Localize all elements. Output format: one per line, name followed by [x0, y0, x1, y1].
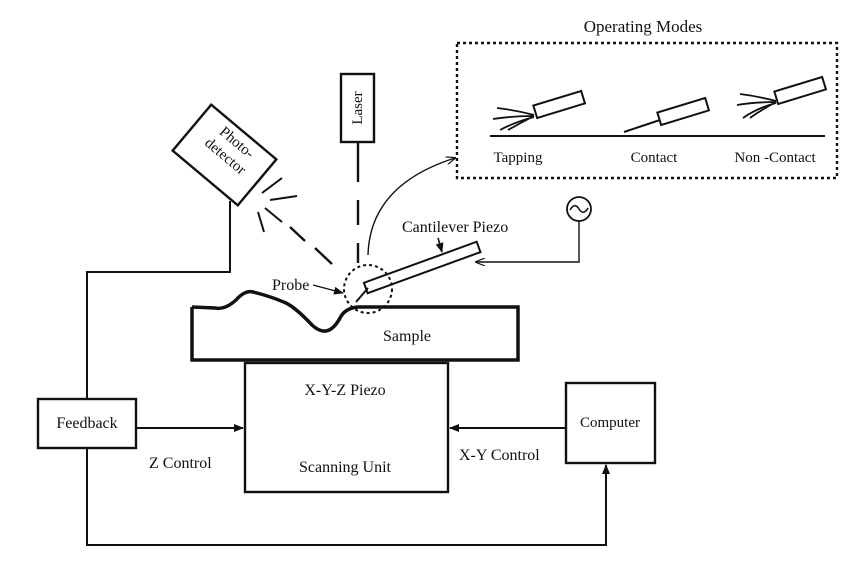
connections	[86, 201, 610, 546]
feedback-box: Feedback	[36, 397, 138, 450]
photodetector: Photo- detector	[170, 103, 298, 233]
non-contact-cantilever-icon	[736, 75, 828, 119]
tapping-cantilever-icon	[492, 89, 587, 131]
computer-box: Computer	[564, 381, 657, 465]
operating-modes-panel: Operating Modes Tapping Contact Non -Con…	[455, 17, 839, 180]
contact-cantilever-icon	[623, 96, 711, 133]
operating-modes-box	[455, 41, 839, 180]
cantilever-piezo: Cantilever Piezo	[355, 219, 508, 303]
scanning-unit: X-Y-Z Piezo Scanning Unit	[243, 361, 450, 494]
laser: Laser	[289, 72, 376, 265]
z-control-label: Z Control	[149, 455, 212, 472]
mode-label-non-contact: Non -Contact	[734, 150, 816, 166]
probe-highlight-circle	[343, 264, 393, 314]
sine-wave-icon	[476, 196, 592, 262]
mode-label-contact: Contact	[631, 150, 678, 166]
laser-label: Laser	[350, 91, 366, 124]
probe-label: Probe	[272, 277, 309, 294]
cantilever-piezo-label: Cantilever Piezo	[402, 219, 508, 236]
operating-modes-title: Operating Modes	[584, 17, 703, 36]
computer-label: Computer	[580, 415, 640, 431]
xy-control-label: X-Y Control	[459, 447, 540, 464]
feedback-label: Feedback	[56, 415, 117, 432]
scanning-unit-label: Scanning Unit	[299, 459, 392, 476]
sample: Sample	[190, 289, 520, 362]
sample-label: Sample	[383, 328, 431, 345]
mode-label-tapping: Tapping	[494, 150, 543, 166]
xyz-piezo-label: X-Y-Z Piezo	[304, 382, 385, 399]
zoom-arrow	[367, 158, 455, 256]
